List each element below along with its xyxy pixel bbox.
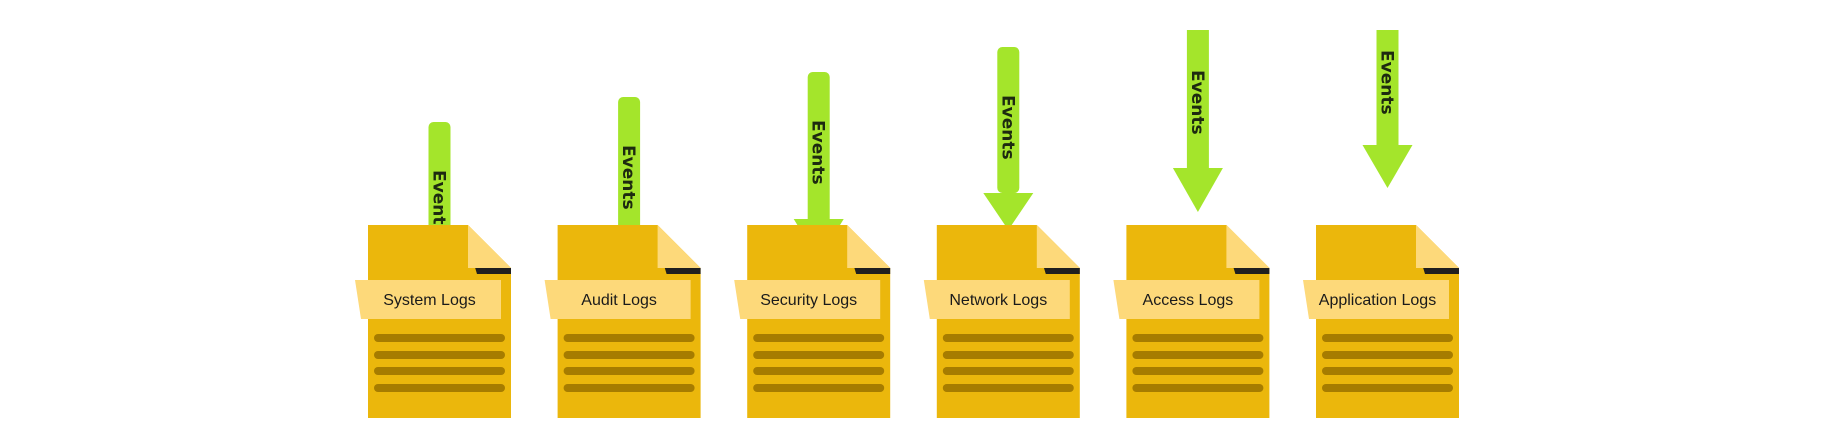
log-label: Security Logs xyxy=(760,292,857,309)
events-label: Events xyxy=(997,95,1017,160)
label-band xyxy=(1113,280,1260,319)
events-label: Events xyxy=(808,120,828,185)
arrow-shaft xyxy=(1186,30,1209,168)
folded-corner xyxy=(1416,225,1459,268)
events-label: Events xyxy=(618,145,638,210)
events-arrow: Events xyxy=(428,122,451,235)
label-band xyxy=(734,280,881,319)
events-arrow: Events xyxy=(1362,30,1413,188)
arrow-head xyxy=(1172,168,1223,212)
label-band xyxy=(923,280,1070,319)
label-band xyxy=(1303,280,1449,319)
document-icon: System Logs xyxy=(355,225,511,418)
log-label: Access Logs xyxy=(1143,292,1234,309)
log-label: Application Logs xyxy=(1319,292,1436,309)
events-arrow: Events xyxy=(1172,30,1223,212)
arrow-shaft xyxy=(428,122,451,230)
document-icon: Network Logs xyxy=(923,225,1080,418)
arrow-head xyxy=(1362,145,1413,188)
log-label: Network Logs xyxy=(949,292,1047,309)
events-label: Events xyxy=(1377,50,1397,115)
arrow-shaft xyxy=(807,72,830,230)
label-band xyxy=(355,280,501,319)
log-label: System Logs xyxy=(383,292,475,309)
folded-corner xyxy=(847,225,891,268)
log-label: Audit Logs xyxy=(581,292,657,309)
document-icon: Audit Logs xyxy=(544,225,701,418)
events-label: Events xyxy=(1187,70,1207,135)
document-icon: Security Logs xyxy=(734,225,891,418)
events-label: Events xyxy=(429,170,449,235)
arrow-head xyxy=(983,193,1034,230)
folded-corner xyxy=(1226,225,1270,268)
document-icon: Application Logs xyxy=(1303,225,1459,418)
folded-corner xyxy=(468,225,511,268)
arrow-shaft xyxy=(1376,30,1399,145)
arrow-shaft xyxy=(997,47,1020,193)
folded-corner xyxy=(1036,225,1080,268)
arrow-shaft xyxy=(618,97,641,230)
folded-corner xyxy=(657,225,701,268)
events-arrow: Events xyxy=(618,97,641,230)
events-arrow: Events xyxy=(983,47,1034,230)
label-band xyxy=(544,280,691,319)
document-icon: Access Logs xyxy=(1113,225,1270,418)
